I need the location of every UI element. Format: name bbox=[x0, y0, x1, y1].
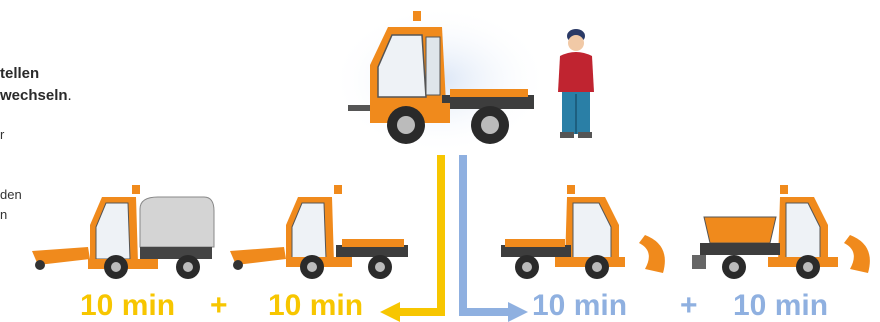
time-left-1: 10 min bbox=[80, 290, 175, 322]
time-right-2: 10 min bbox=[733, 290, 828, 322]
time-left-2: 10 min bbox=[268, 290, 363, 322]
plus-left: + bbox=[210, 290, 228, 322]
time-right-1: 10 min bbox=[532, 290, 627, 322]
plus-right: + bbox=[680, 290, 698, 322]
